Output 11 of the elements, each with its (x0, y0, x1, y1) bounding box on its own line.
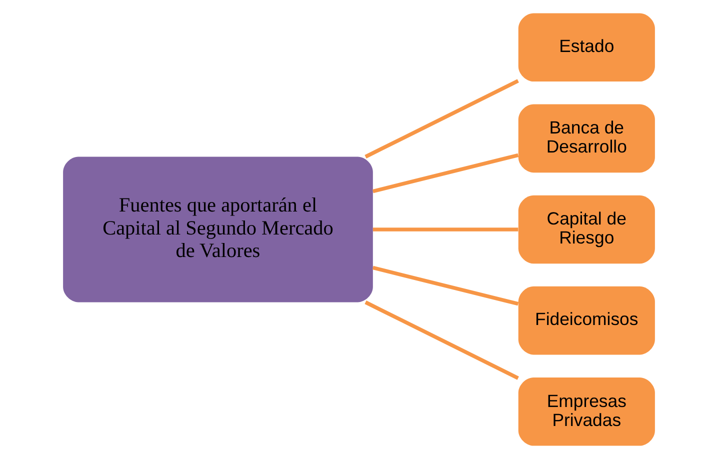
node-box: Empresas Privadas (518, 377, 655, 446)
connector (364, 300, 519, 380)
connector (372, 153, 519, 194)
node-box: Fuentes que aportarán el Capital al Segundo Mercado de Valores (63, 156, 373, 302)
node-box: Banca de Desarrollo (518, 104, 655, 173)
node-box: Fideicomisos (518, 286, 655, 355)
node-box: Capital de Riesgo (518, 195, 655, 264)
connector (372, 228, 518, 232)
connector (364, 79, 519, 158)
connector (372, 266, 519, 306)
node-box: Estado (518, 13, 655, 82)
